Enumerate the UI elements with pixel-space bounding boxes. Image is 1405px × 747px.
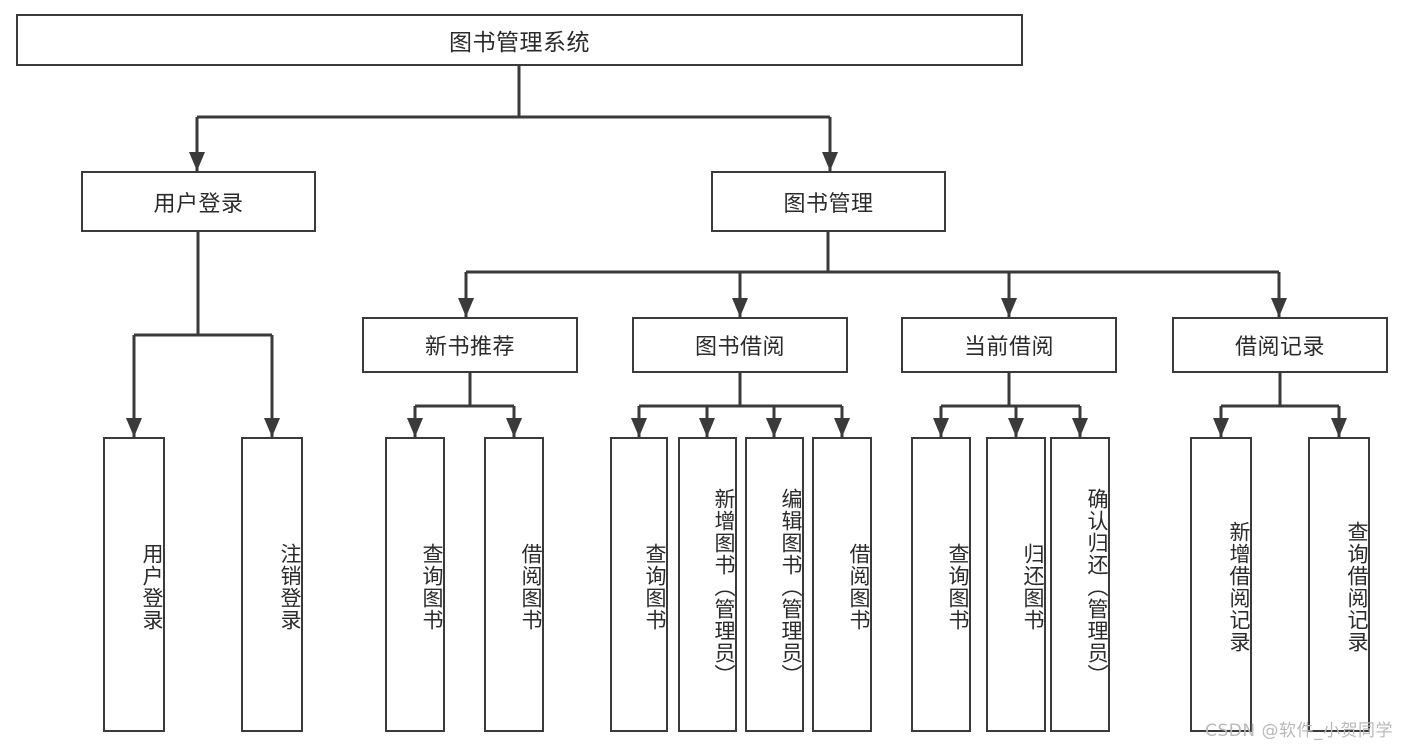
node-leaf-edit-book[interactable]: 编辑图书（管理员） [745,437,804,732]
arrowhead-icon [699,418,715,437]
node-leaf-logout[interactable]: 注销登录 [241,437,303,732]
node-label: 图书管理 [783,191,874,217]
node-label: 注销登录 [278,542,302,631]
node-leaf-query-book-3[interactable]: 查询图书 [911,437,971,732]
arrowhead-icon [126,418,142,437]
node-label: 借阅图书 [847,542,871,631]
arrowhead-icon [1001,298,1017,317]
node-label: 确认归还（管理员） [1085,487,1109,686]
node-leaf-user-login[interactable]: 用户登录 [103,437,165,732]
arrowhead-icon [834,418,850,437]
node-leaf-add-record[interactable]: 新增借阅记录 [1190,437,1252,732]
node-label: 查询图书 [420,542,444,631]
node-label: 用户登录 [140,542,164,631]
node-label: 查询图书 [643,542,667,631]
node-leaf-confirm-return[interactable]: 确认归还（管理员） [1050,437,1110,732]
arrowhead-icon [766,418,782,437]
arrowhead-icon [732,298,748,317]
arrowhead-icon [1271,298,1287,317]
node-label: 图书借阅 [694,335,785,360]
node-leaf-borrow-book-1[interactable]: 借阅图书 [484,437,544,732]
node-label: 用户登录 [153,191,244,217]
arrowhead-icon [458,298,474,317]
node-label: 新增图书（管理员） [712,487,736,686]
node-label: 归还图书 [1021,542,1045,631]
node-book-manage[interactable]: 图书管理 [711,171,946,232]
node-user-login[interactable]: 用户登录 [81,171,316,232]
node-label: 新增借阅记录 [1227,520,1251,653]
node-leaf-query-record[interactable]: 查询借阅记录 [1308,437,1370,732]
node-leaf-add-book[interactable]: 新增图书（管理员） [678,437,737,732]
node-new-book-rec[interactable]: 新书推荐 [362,317,578,373]
watermark-text: CSDN @软件_小贺同学 [1205,721,1393,741]
node-leaf-query-book-2[interactable]: 查询图书 [610,437,668,732]
node-leaf-query-book-1[interactable]: 查询图书 [385,437,445,732]
arrowhead-icon [822,152,838,171]
node-borrow-record[interactable]: 借阅记录 [1172,317,1388,373]
node-label: 查询借阅记录 [1345,520,1369,653]
arrowhead-icon [631,418,647,437]
arrowhead-icon [1213,418,1229,437]
node-label: 新书推荐 [424,335,515,360]
arrowhead-icon [1331,418,1347,437]
node-current-borrow[interactable]: 当前借阅 [901,317,1117,373]
arrowhead-icon [189,152,205,171]
arrowhead-icon [1008,418,1024,437]
node-label: 查询图书 [946,542,970,631]
arrowhead-icon [264,418,280,437]
node-book-borrow[interactable]: 图书借阅 [632,317,848,373]
node-leaf-return-book[interactable]: 归还图书 [986,437,1046,732]
node-leaf-borrow-book-2[interactable]: 借阅图书 [812,437,872,732]
arrowhead-icon [407,418,423,437]
arrowhead-icon [1072,418,1088,437]
node-root[interactable]: 图书管理系统 [16,14,1023,66]
node-label: 当前借阅 [963,335,1054,360]
node-label: 借阅图书 [519,542,543,631]
arrowhead-icon [933,418,949,437]
node-label: 编辑图书（管理员） [779,487,803,686]
node-label: 图书管理系统 [449,30,590,56]
node-label: 借阅记录 [1234,335,1325,360]
arrowhead-icon [506,418,522,437]
